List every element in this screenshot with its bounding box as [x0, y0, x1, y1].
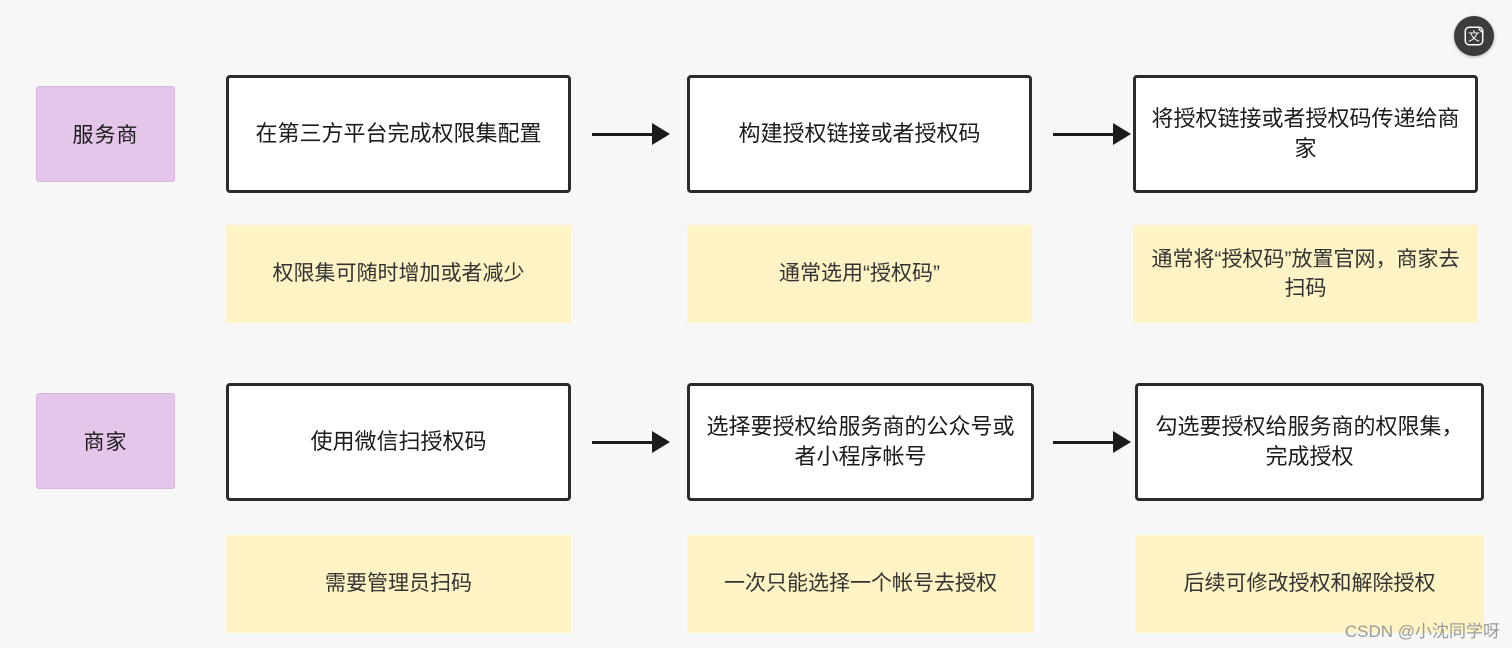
role-label-row2: 商家	[36, 393, 175, 489]
arrow-head	[652, 123, 670, 145]
note-box-r1c3: 通常将“授权码”放置官网，商家去扫码	[1133, 225, 1478, 323]
role-label-text: 商家	[83, 431, 128, 454]
note-box-text: 通常选用“授权码”	[779, 262, 940, 286]
process-box-r1c1[interactable]: 在第三方平台完成权限集配置	[226, 75, 571, 193]
arrow-head	[652, 431, 670, 453]
process-box-text: 构建授权链接或者授权码	[738, 121, 981, 147]
note-box-r1c2: 通常选用“授权码”	[687, 225, 1032, 323]
role-label-row1: 服务商	[36, 86, 175, 182]
process-box-text: 将授权链接或者授权码传递给商家	[1151, 106, 1460, 161]
note-box-text: 通常将“授权码”放置官网，商家去扫码	[1151, 247, 1460, 300]
arrow-shaft	[1053, 132, 1113, 136]
arrow-shaft	[1053, 440, 1113, 444]
note-box-r1c1: 权限集可随时增加或者减少	[226, 225, 571, 323]
arrow-shaft	[592, 440, 652, 444]
process-box-r2c1[interactable]: 使用微信扫授权码	[226, 383, 571, 501]
note-box-r2c3: 后续可修改授权和解除授权	[1135, 535, 1484, 633]
note-box-text: 需要管理员扫码	[325, 572, 472, 596]
arrow-r1c2-to-r1c3	[1053, 123, 1131, 145]
translate-icon[interactable]: 文	[1454, 16, 1494, 56]
process-box-r1c3[interactable]: 将授权链接或者授权码传递给商家	[1133, 75, 1478, 193]
process-box-r2c3[interactable]: 勾选要授权给服务商的权限集，完成授权	[1135, 383, 1484, 501]
process-box-r2c2[interactable]: 选择要授权给服务商的公众号或者小程序帐号	[687, 383, 1034, 501]
arrow-shaft	[592, 132, 652, 136]
arrow-head	[1113, 123, 1131, 145]
arrow-r2c2-to-r2c3	[1053, 431, 1131, 453]
watermark: CSDN @小沈同学呀	[1344, 622, 1500, 641]
role-label-text: 服务商	[72, 124, 139, 147]
svg-text:文: 文	[1468, 30, 1480, 44]
process-box-text: 在第三方平台完成权限集配置	[255, 121, 542, 147]
process-box-r1c2[interactable]: 构建授权链接或者授权码	[687, 75, 1032, 193]
note-box-text: 权限集可随时增加或者减少	[272, 262, 525, 286]
arrow-head	[1113, 431, 1131, 453]
arrow-r1c1-to-r1c2	[592, 123, 670, 145]
note-box-text: 一次只能选择一个帐号去授权	[724, 572, 997, 596]
note-box-r2c2: 一次只能选择一个帐号去授权	[687, 535, 1034, 633]
note-box-r2c1: 需要管理员扫码	[226, 535, 571, 633]
note-box-text: 后续可修改授权和解除授权	[1183, 572, 1436, 596]
process-box-text: 选择要授权给服务商的公众号或者小程序帐号	[706, 414, 1015, 469]
process-box-text: 勾选要授权给服务商的权限集，完成授权	[1155, 414, 1464, 469]
arrow-r2c1-to-r2c2	[592, 431, 670, 453]
process-box-text: 使用微信扫授权码	[310, 429, 487, 455]
